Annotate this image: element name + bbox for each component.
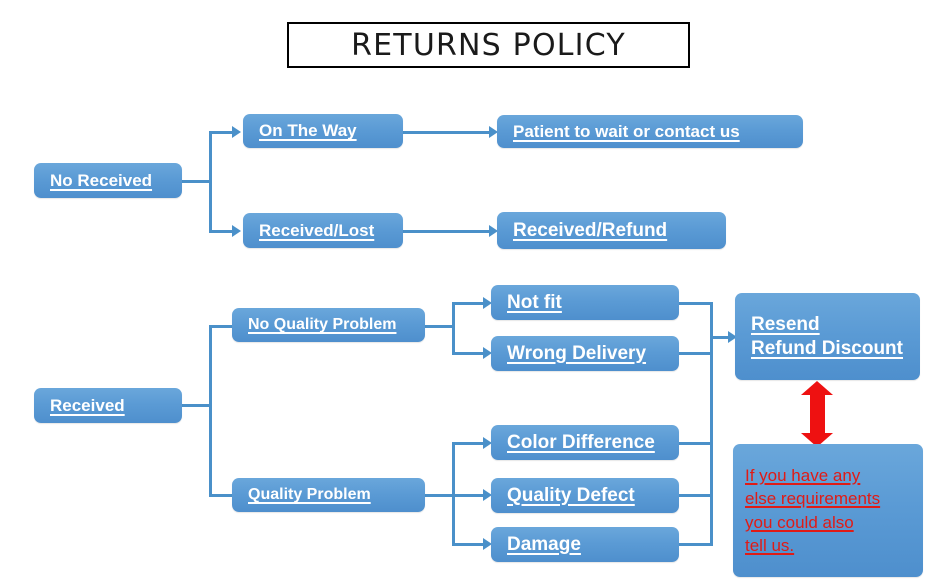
page-title: RETURNS POLICY [351, 27, 626, 63]
arrow-head-down-icon [801, 433, 833, 447]
connector-received-to-quality [209, 494, 234, 497]
note-line4: tell us. [745, 535, 795, 555]
arrowhead-received-lost [232, 225, 241, 237]
connector-quality-trunk [452, 442, 455, 544]
node-quality-defect[interactable]: Quality Defect [491, 478, 679, 513]
connector-merge-bus [710, 302, 713, 546]
arrowhead-quality-defect [483, 489, 492, 501]
node-on-the-way[interactable]: On The Way [243, 114, 403, 148]
note-line3: you could also [745, 512, 854, 532]
connector-no-quality-trunk [452, 302, 455, 354]
connector-received-to-no-quality [209, 325, 234, 328]
connector-color-difference-out [679, 442, 713, 445]
node-no-quality-problem[interactable]: No Quality Problem [232, 308, 425, 342]
connector-no-received-to-on-the-way [209, 131, 234, 134]
connector-quality-defect-out [679, 494, 713, 497]
node-resend-line1: Resend [751, 313, 820, 335]
node-received[interactable]: Received [34, 388, 182, 423]
arrowhead-resend [728, 331, 737, 343]
node-not-fit[interactable]: Not fit [491, 285, 679, 320]
node-damage-label: Damage [507, 533, 581, 555]
node-received-refund-label: Received/Refund [513, 219, 668, 241]
node-received-refund[interactable]: Received/Refund [497, 212, 726, 249]
node-wrong-delivery[interactable]: Wrong Delivery [491, 336, 679, 371]
page-title-box: RETURNS POLICY [287, 22, 690, 68]
connector-wrong-delivery-out [679, 352, 713, 355]
node-color-difference[interactable]: Color Difference [491, 425, 679, 460]
connector-received-trunk [209, 325, 212, 497]
connector-no-received-trunk [209, 131, 212, 232]
node-on-the-way-label: On The Way [259, 121, 357, 141]
node-wrong-delivery-label: Wrong Delivery [507, 342, 647, 364]
node-patient-to-wait-label: Patient to wait or contact us [513, 121, 740, 141]
connector-no-quality-to-not-fit [452, 302, 487, 305]
arrowhead-wrong-delivery [483, 347, 492, 359]
connector-received-lost-to-refund [403, 230, 493, 233]
connector-no-quality-to-wrong-delivery [452, 352, 487, 355]
arrow-head-up-icon [801, 381, 833, 395]
connector-quality-stem [425, 494, 455, 497]
connector-quality-to-quality-defect [452, 494, 487, 497]
arrowhead-patient-wait [489, 126, 498, 138]
connector-no-received-to-received-lost [209, 230, 234, 233]
connector-not-fit-out [679, 302, 713, 305]
arrowhead-color-difference [483, 437, 492, 449]
node-quality-defect-label: Quality Defect [507, 484, 635, 506]
double-headed-red-arrow [801, 381, 833, 447]
arrowhead-received-refund [489, 225, 498, 237]
arrowhead-damage [483, 538, 492, 550]
node-not-fit-label: Not fit [507, 291, 562, 313]
node-color-difference-label: Color Difference [507, 431, 655, 453]
connector-received-stem [182, 404, 212, 407]
arrowhead-on-the-way [232, 126, 241, 138]
node-additional-requirements-note[interactable]: If you have any else requirements you co… [733, 444, 923, 577]
node-no-received[interactable]: No Received [34, 163, 182, 198]
node-quality-problem-label: Quality Problem [248, 486, 371, 503]
connector-on-the-way-to-patient [403, 131, 493, 134]
note-line2: else requirements [745, 489, 881, 509]
connector-no-received-stem [182, 180, 212, 183]
connector-merge-to-resend [710, 336, 732, 339]
node-damage[interactable]: Damage [491, 527, 679, 562]
connector-quality-to-color-difference [452, 442, 487, 445]
node-no-received-label: No Received [50, 170, 153, 190]
node-no-quality-problem-label: No Quality Problem [248, 316, 397, 333]
node-quality-problem[interactable]: Quality Problem [232, 478, 425, 512]
node-patient-to-wait[interactable]: Patient to wait or contact us [497, 115, 803, 148]
node-resend-line2: Refund Discount [751, 337, 903, 359]
connector-no-quality-stem [425, 325, 455, 328]
node-resend-refund-discount[interactable]: Resend Refund Discount [735, 293, 920, 380]
node-received-label: Received [50, 395, 125, 415]
arrow-shaft [810, 393, 825, 435]
node-received-lost-label: Received/Lost [259, 220, 375, 240]
note-line1: If you have any [745, 466, 861, 486]
connector-damage-out [679, 543, 713, 546]
arrowhead-not-fit [483, 297, 492, 309]
connector-quality-to-damage [452, 543, 487, 546]
node-received-lost[interactable]: Received/Lost [243, 213, 403, 248]
